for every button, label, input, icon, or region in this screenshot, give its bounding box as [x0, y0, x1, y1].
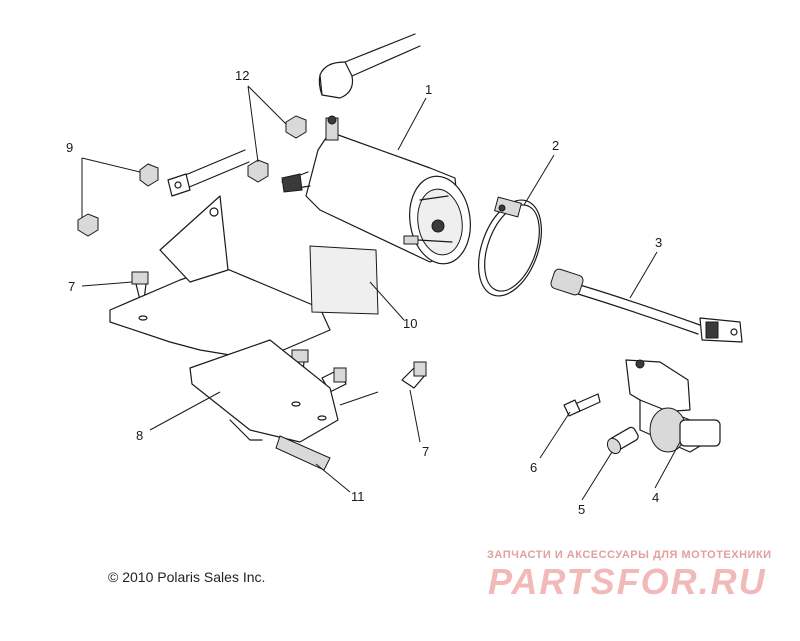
callout-9: 9: [66, 140, 73, 155]
callout-11: 11: [351, 489, 365, 504]
mounting-bracket: [109, 195, 379, 443]
nut-lower: [77, 213, 99, 237]
callout-7-right: 7: [422, 444, 429, 459]
nut-12-upper: [285, 115, 307, 139]
callout-2: 2: [552, 138, 559, 153]
starter-motor: [281, 115, 471, 265]
callout-6: 6: [530, 460, 537, 475]
bolt-right: [401, 361, 427, 389]
copyright-text: © 2010 Polaris Sales Inc.: [108, 569, 266, 585]
callout-12: 12: [235, 68, 249, 83]
cap-screw: [606, 426, 639, 455]
pad-10: [309, 245, 379, 315]
hose-clamp: [478, 196, 542, 297]
callout-labels: 1 2 3 4 5 6 7 7 8 9 10 11 12: [66, 68, 662, 517]
leader-lines: [81, 85, 681, 501]
starter-cable: [550, 268, 743, 343]
callout-1: 1: [425, 82, 432, 97]
callout-3: 3: [655, 235, 662, 250]
callout-8: 8: [136, 428, 143, 443]
pad-11: [275, 435, 331, 471]
battery-cable: [318, 33, 421, 99]
callout-5: 5: [578, 502, 585, 517]
watermark-tagline: ЗАПЧАСТИ И АКСЕССУАРЫ ДЛЯ МОТОТЕХНИКИ: [487, 549, 772, 561]
callout-10: 10: [403, 316, 417, 331]
callout-7-left: 7: [68, 279, 75, 294]
bolt: [563, 393, 601, 417]
watermark-logo: PARTSFOR.RU: [488, 561, 767, 602]
starter-drive: [625, 359, 721, 453]
nut-12-lower: [247, 159, 269, 183]
nut-upper: [139, 163, 159, 187]
callout-4: 4: [652, 490, 659, 505]
ground-cable: [167, 149, 250, 197]
